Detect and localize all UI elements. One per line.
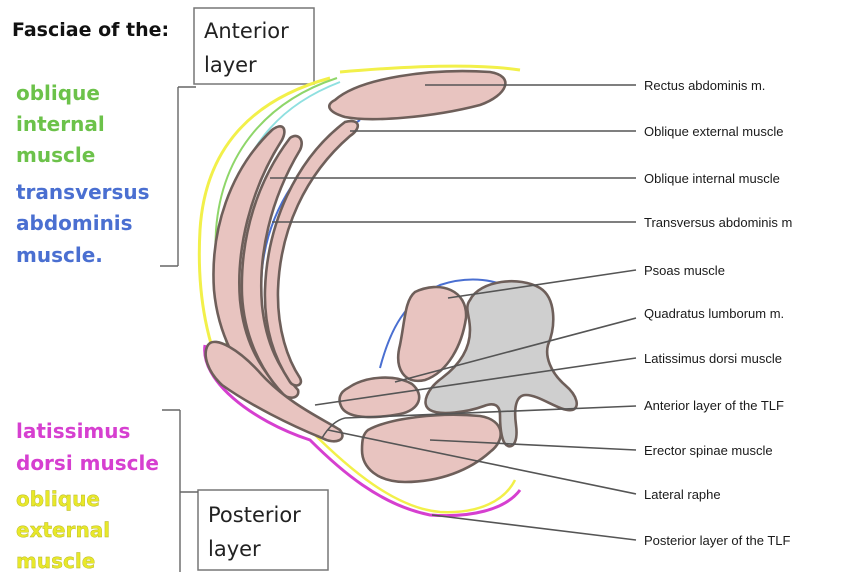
anterior-group-oblique-internal: oblique internal muscle [16,81,105,167]
group-label-line: oblique [16,487,100,511]
posterior-group-latissimus: latissimus dorsi muscle [16,419,159,475]
label-anterior-tlf: Anterior layer of the TLF [644,398,784,413]
posterior-group-oblique-external: oblique external muscle [16,487,110,573]
label-quadratus-lumborum: Quadratus lumborum m. [644,306,784,321]
group-label-line: latissimus [16,419,130,443]
group-label-line: dorsi muscle [16,451,159,475]
anterior-box-line-2: layer [204,53,257,77]
quadratus-lumborum-shape [340,378,420,417]
label-oblique-internal: Oblique internal muscle [644,171,780,186]
label-posterior-tlf: Posterior layer of the TLF [644,533,790,548]
label-psoas: Psoas muscle [644,263,725,278]
label-transversus-abdominis: Transversus abdominis m [644,215,792,230]
diagram-title: Fasciae of the: [12,19,169,41]
label-lateral-raphe: Lateral raphe [644,487,721,502]
anterior-group-transversus: transversus abdominis muscle. [16,180,150,267]
group-label-line: muscle. [16,243,103,267]
label-oblique-external: Oblique external muscle [644,124,783,139]
group-label-line: abdominis [16,211,133,235]
posterior-bracket [162,410,198,572]
anterior-bracket [160,87,196,266]
group-label-line: oblique [16,81,100,105]
group-label-line: muscle [16,143,95,167]
label-latissimus-dorsi: Latissimus dorsi muscle [644,351,782,366]
posterior-box-line-1: Posterior [208,503,301,527]
group-label-line: external [16,518,110,542]
group-label-line: internal [16,112,105,136]
posterior-box-line-2: layer [208,537,261,561]
label-rectus-abdominis: Rectus abdominis m. [644,78,765,93]
rectus-abdominis-shape [329,71,505,119]
label-erector-spinae: Erector spinae muscle [644,443,773,458]
structure-labels: Rectus abdominis m. Oblique external mus… [644,78,792,548]
erector-spinae-shape [362,415,501,482]
anterior-box-line-1: Anterior [204,19,289,43]
group-label-line: transversus [16,180,150,204]
leader-posterior-tlf [432,515,636,540]
group-label-line: muscle [16,549,95,573]
